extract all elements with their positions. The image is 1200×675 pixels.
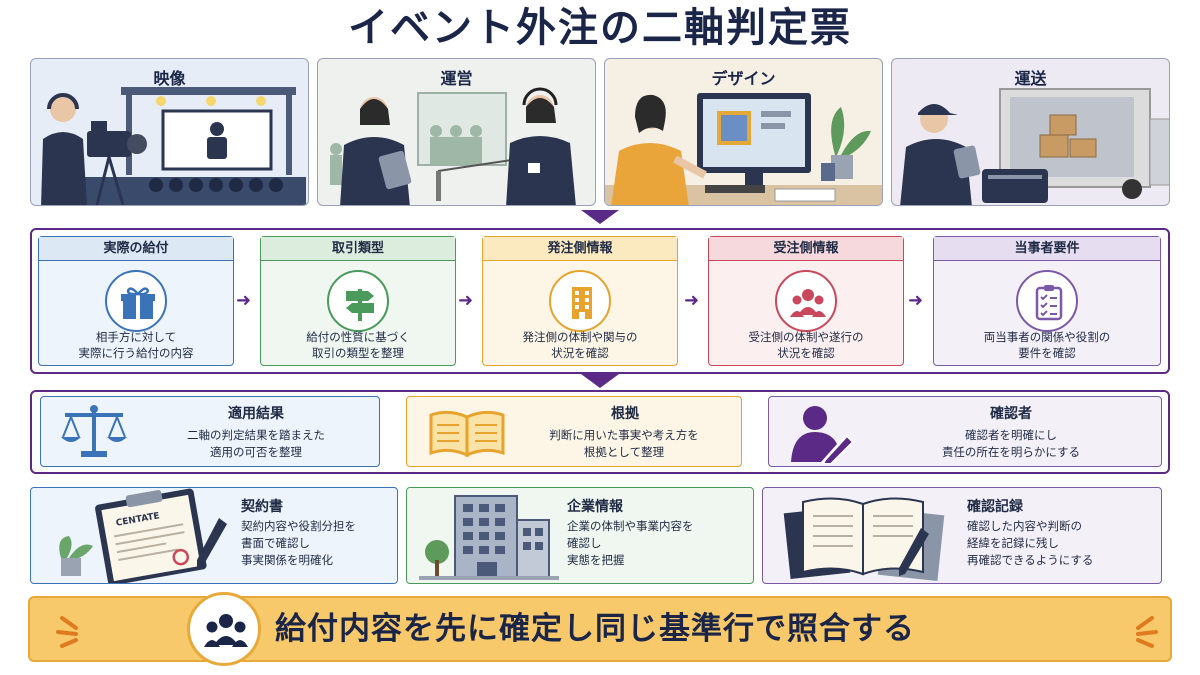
checklist-icon — [1016, 270, 1078, 332]
step-title: 当事者要件 — [934, 237, 1160, 261]
desc-line: 取引の類型を整理 — [312, 346, 404, 360]
panel-video: 映像 — [30, 58, 309, 206]
desc-line: 判断に用いた事実や考え方を — [549, 428, 699, 442]
book-icon — [429, 410, 505, 458]
step-title: 取引類型 — [261, 237, 455, 261]
desc-line: 企業の体制や事業内容を — [567, 519, 694, 533]
panel-operations: 運営 — [317, 58, 596, 206]
desc-line: 根拠として整理 — [583, 445, 665, 459]
desc-line: 給付の性質に基づく — [306, 330, 410, 344]
step-transaction-type: 取引類型 給付の性質に基づく取引の類型を整理 — [260, 236, 456, 366]
box-grounds: 根拠 判断に用いた事実や考え方を根拠として整理 — [406, 396, 742, 467]
box-description: 企業の体制や事業内容を確認し実態を把握 — [567, 518, 747, 569]
desc-line: 確認した内容や判断の — [967, 519, 1082, 533]
video-illustration-icon — [41, 87, 306, 205]
right-arrow-icon: ➜ — [684, 290, 700, 311]
spark-icon — [56, 616, 78, 648]
box-application-result: 適用結果 二軸の判定結果を踏まえた適用の可否を整理 — [40, 396, 380, 467]
spark-icon — [1136, 616, 1158, 648]
step-description: 相手方に対して実際に行う給付の内容 — [39, 329, 233, 361]
box-title: 確認記録 — [967, 499, 1023, 515]
step-description: 発注側の体制や関与の状況を確認 — [483, 329, 677, 361]
step-orderer-info: 発注側情報 発注側の体制や関与の状況を確認 — [482, 236, 678, 366]
desc-line: 確認者を明確にし — [965, 428, 1057, 442]
box-title: 適用結果 — [228, 406, 284, 422]
desc-line: 契約内容や役割分担を — [241, 519, 356, 533]
notebook-icon — [783, 497, 945, 581]
desc-line: 実態を把握 — [567, 553, 625, 567]
box-description: 確認した内容や判断の経緯を記録に残し再確認できるようにする — [967, 518, 1157, 569]
gift-icon — [105, 270, 167, 332]
step-description: 給付の性質に基づく取引の類型を整理 — [261, 329, 455, 361]
desc-line: 状況を確認 — [777, 346, 835, 360]
desc-line: 二軸の判定結果を踏まえた — [187, 428, 325, 442]
scales-icon — [61, 405, 127, 457]
box-description: 二軸の判定結果を踏まえた適用の可否を整理 — [141, 427, 371, 461]
down-arrow-icon — [581, 374, 619, 388]
desc-line: 書面で確認し — [241, 536, 310, 550]
box-title: 根拠 — [611, 406, 639, 422]
desc-line: 要件を確認 — [1018, 346, 1076, 360]
step-description: 受注側の体制や遂行の状況を確認 — [709, 329, 903, 361]
desc-line: 事実関係を明確化 — [241, 553, 333, 567]
desc-line: 受注側の体制や遂行の — [748, 330, 864, 344]
panel-video-label: 映像 — [153, 69, 186, 88]
step-contractor-info: 受注側情報 受注側の体制や遂行の状況を確認 — [708, 236, 904, 366]
box-description: 判断に用いた事実や考え方を根拠として整理 — [511, 427, 737, 461]
box-description: 確認者を明確にし責任の所在を明らかにする — [869, 427, 1153, 461]
box-contract: CENTATE 契約書 契約内容や役割分担を書面で確認し事実関係を明確化 — [30, 487, 398, 584]
step-description: 両当事者の関係や役割の要件を確認 — [934, 329, 1160, 361]
right-arrow-icon: ➜ — [458, 290, 474, 311]
down-arrow-icon — [581, 210, 619, 224]
panel-operations-label: 運営 — [440, 69, 473, 88]
desc-line: 両当事者の関係や役割の — [983, 330, 1111, 344]
person-pen-icon — [791, 406, 855, 464]
operations-illustration-icon — [330, 87, 576, 205]
transport-illustration-icon — [900, 88, 1169, 205]
desc-line: 発注側の体制や関与の — [522, 330, 638, 344]
step-title: 発注側情報 — [483, 237, 677, 261]
panel-transport-label: 運送 — [1014, 69, 1047, 88]
right-arrow-icon: ➜ — [236, 290, 252, 311]
contract-icon: CENTATE — [59, 488, 227, 583]
group-icon — [187, 592, 261, 666]
desc-line: 責任の所在を明らかにする — [941, 445, 1081, 459]
team-icon — [775, 270, 837, 332]
panel-design: デザイン — [604, 58, 883, 206]
step-actual-benefit: 実際の給付 相手方に対して実際に行う給付の内容 — [38, 236, 234, 366]
building-icon — [549, 270, 611, 332]
step-title: 実際の給付 — [39, 237, 233, 261]
box-confirmer: 確認者 確認者を明確にし責任の所在を明らかにする — [768, 396, 1162, 467]
desc-line: 再確認できるようにする — [967, 553, 1094, 567]
desc-line: 経緯を記録に残し — [967, 536, 1059, 550]
step-party-requirements: 当事者要件 両当事者の関係や役割の要件を確認 — [933, 236, 1161, 366]
summary-banner: 給付内容を先に確定し同じ基準行で照合する — [28, 592, 1172, 666]
panel-design-label: デザイン — [711, 69, 776, 88]
office-building-icon — [419, 495, 559, 580]
right-arrow-icon: ➜ — [908, 290, 924, 311]
signpost-icon — [327, 270, 389, 332]
box-confirmation-record: 確認記録 確認した内容や判断の経緯を記録に残し再確認できるようにする — [762, 487, 1162, 584]
box-title: 企業情報 — [567, 499, 623, 515]
box-title: 契約書 — [241, 499, 283, 515]
panel-transport: 運送 — [891, 58, 1170, 206]
step-title: 受注側情報 — [709, 237, 903, 261]
box-company-info: 企業情報 企業の体制や事業内容を確認し実態を把握 — [406, 487, 754, 584]
design-illustration-icon — [605, 93, 882, 205]
box-description: 契約内容や役割分担を書面で確認し事実関係を明確化 — [241, 518, 397, 569]
desc-line: 適用の可否を整理 — [210, 445, 302, 459]
desc-line: 相手方に対して — [95, 330, 177, 344]
page-title: イベント外注の二軸判定票 — [348, 5, 852, 51]
desc-line: 確認し — [567, 536, 602, 550]
desc-line: 状況を確認 — [551, 346, 609, 360]
desc-line: 実際に行う給付の内容 — [78, 346, 194, 360]
banner-text: 給付内容を先に確定し同じ基準行で照合する — [275, 611, 915, 647]
box-title: 確認者 — [990, 406, 1032, 422]
